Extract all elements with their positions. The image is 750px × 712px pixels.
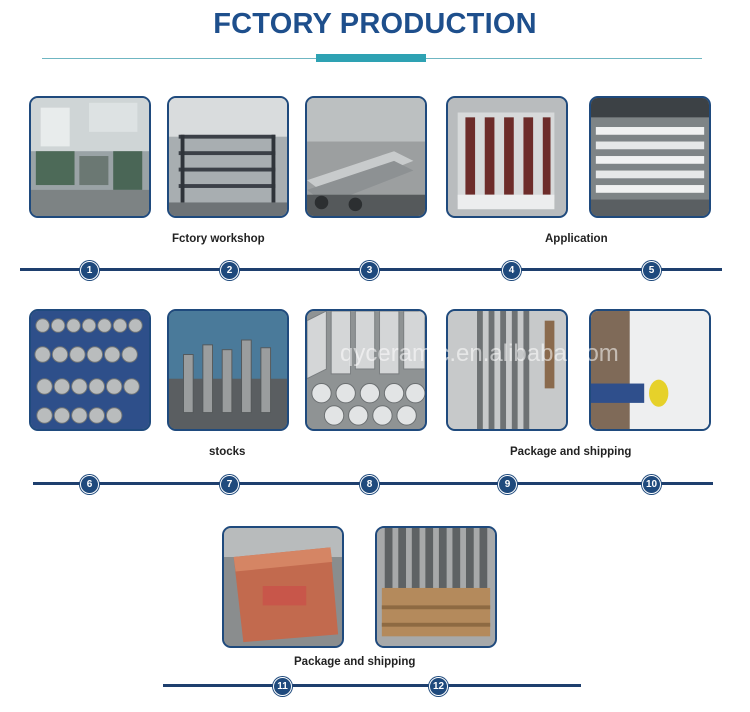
caption-package-row-3: Package and shipping — [294, 656, 416, 668]
caption-package-row-2: Package and shipping — [510, 446, 632, 458]
photo-application-2 — [589, 96, 711, 218]
step-marker-9: 9 — [498, 475, 517, 494]
photo-workshop-1 — [29, 96, 151, 218]
timeline-row-3 — [163, 684, 581, 687]
step-marker-8: 8 — [360, 475, 379, 494]
photo-workshop-3 — [305, 96, 427, 218]
step-marker-1: 1 — [80, 261, 99, 280]
title-accent-bar — [316, 54, 426, 62]
photo-package-2 — [589, 309, 711, 431]
photo-application-1 — [446, 96, 568, 218]
page-title: FCTORY PRODUCTION — [213, 8, 537, 40]
caption-stocks: stocks — [209, 446, 246, 458]
photo-package-1 — [446, 309, 568, 431]
photo-stocks-1 — [29, 309, 151, 431]
step-marker-11: 11 — [273, 677, 292, 696]
step-marker-10: 10 — [642, 475, 661, 494]
photo-stocks-2 — [167, 309, 289, 431]
step-marker-12: 12 — [429, 677, 448, 696]
step-marker-5: 5 — [642, 261, 661, 280]
caption-workshop: Fctory workshop — [172, 233, 265, 245]
photo-stocks-3 — [305, 309, 427, 431]
step-marker-2: 2 — [220, 261, 239, 280]
photo-workshop-2 — [167, 96, 289, 218]
watermark-text: qyceramic.en.alibaba.com — [340, 340, 619, 367]
step-marker-7: 7 — [220, 475, 239, 494]
step-marker-3: 3 — [360, 261, 379, 280]
step-marker-6: 6 — [80, 475, 99, 494]
caption-application: Application — [545, 233, 608, 245]
photo-package-4 — [375, 526, 497, 648]
step-marker-4: 4 — [502, 261, 521, 280]
photo-package-3 — [222, 526, 344, 648]
